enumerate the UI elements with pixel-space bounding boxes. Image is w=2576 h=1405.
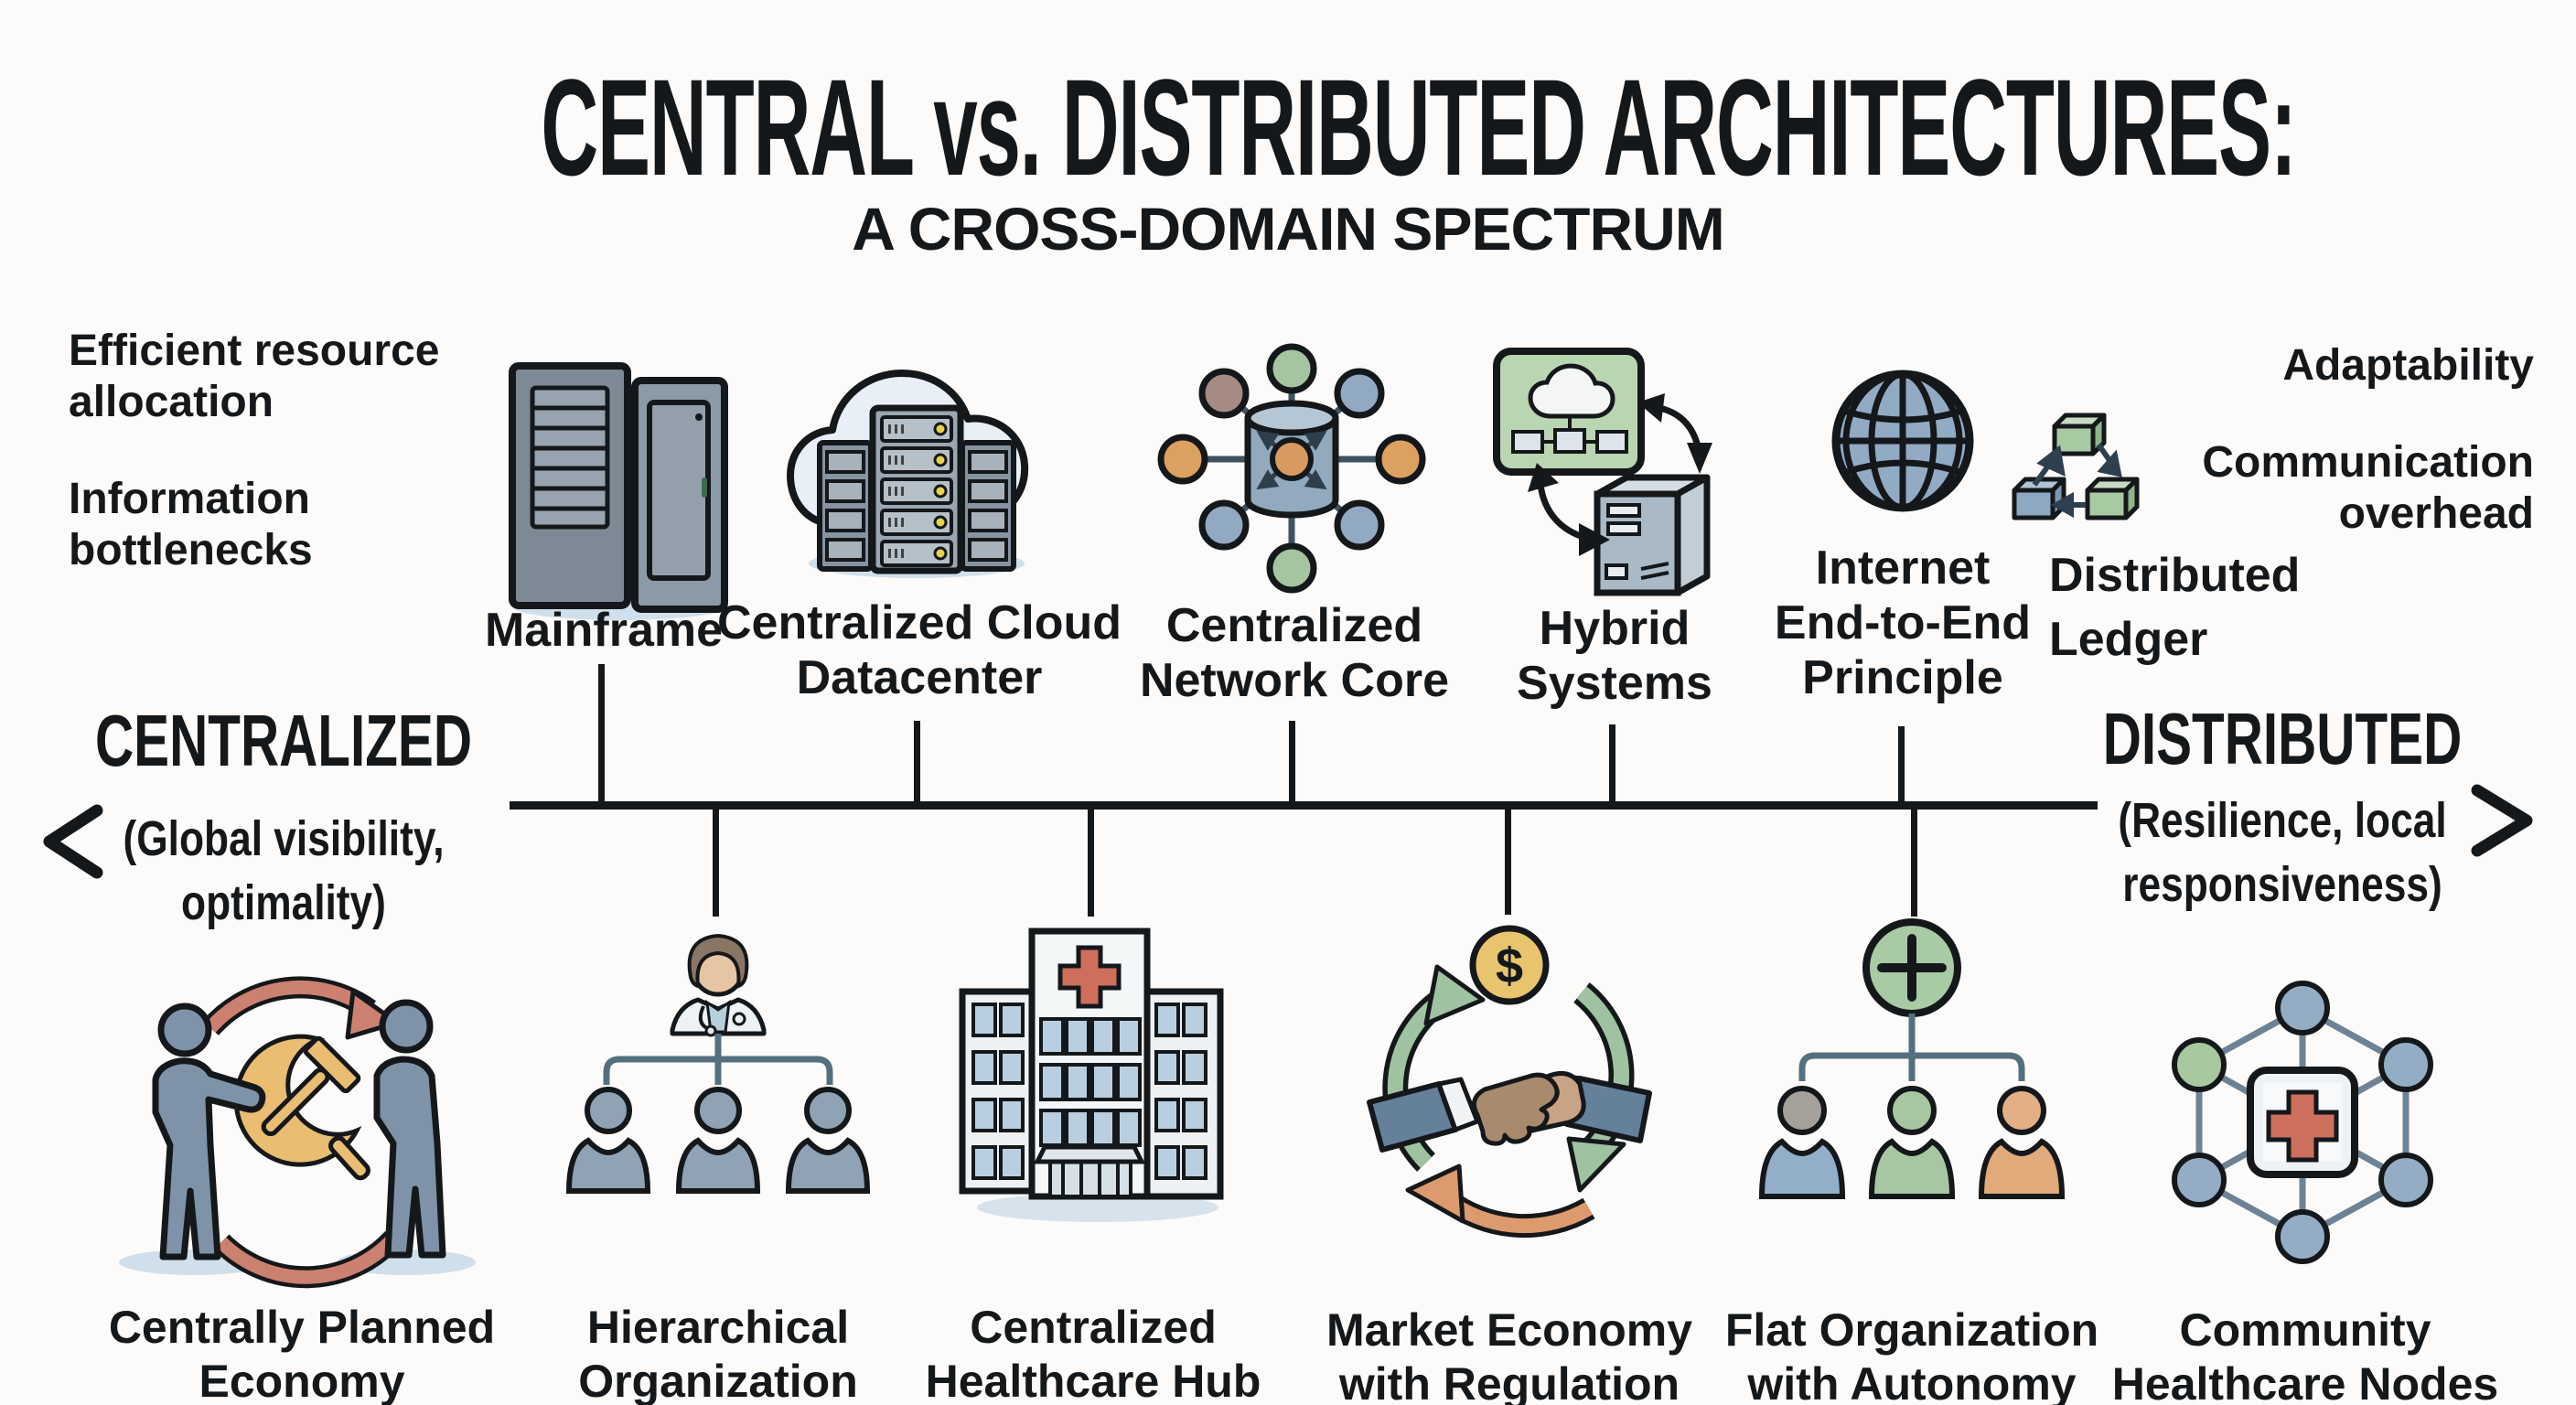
axis-tick-hierarchical bbox=[713, 807, 719, 917]
axis-tick-hybrid-systems bbox=[1609, 724, 1615, 803]
cloud-datacenter-icon bbox=[787, 370, 1029, 578]
spectrum-axis-line bbox=[510, 801, 2098, 810]
top-item-label-mainframe: Mainframe bbox=[484, 604, 724, 657]
left-arrow-icon bbox=[43, 804, 103, 879]
top-item-label-internet: Internet End-to-End Principle bbox=[1774, 542, 2032, 704]
flat-organization-icon bbox=[1758, 918, 2066, 1199]
hybrid-systems-icon bbox=[1493, 348, 1712, 596]
bottom-item-label-flat-organization: Flat Organization with Autonomy bbox=[1724, 1304, 2099, 1405]
red-cross-icon bbox=[1057, 945, 1122, 1009]
pole-distributed-qualifier: (Resilience, local responsiveness) bbox=[2118, 793, 2447, 913]
axis-tick-internet bbox=[1898, 726, 1905, 803]
top-item-label-distributed-ledger: Distributed Ledger bbox=[2049, 549, 2301, 667]
right-arrow-icon bbox=[2471, 784, 2533, 857]
bottom-item-label-planned-economy: Centrally Planned Economy bbox=[108, 1302, 496, 1405]
pole-distributed-label: DISTRIBUTED bbox=[2102, 698, 2463, 779]
network-core-icon bbox=[1157, 343, 1426, 594]
tradeoff-distributed-pro: Adaptability bbox=[2282, 341, 2534, 390]
axis-tick-cloud-datacenter bbox=[914, 721, 920, 803]
axis-tick-mainframe bbox=[598, 664, 605, 803]
axis-tick-healthcare-hub bbox=[1088, 807, 1094, 917]
bottom-item-label-hierarchical: Hierarchical Organization bbox=[578, 1302, 858, 1405]
top-item-label-cloud-datacenter: Centralized Cloud Datacenter bbox=[716, 596, 1122, 704]
axis-tick-market-economy bbox=[1505, 807, 1511, 915]
pole-centralized-label: CENTRALIZED bbox=[94, 700, 473, 781]
centrally-planned-economy-icon bbox=[119, 976, 476, 1289]
internet-globe-icon bbox=[1831, 370, 1974, 512]
page-subtitle: A CROSS-DOMAIN SPECTRUM bbox=[852, 195, 1725, 263]
top-item-label-hybrid-systems: Hybrid Systems bbox=[1517, 602, 1712, 710]
market-economy-icon: $ bbox=[1367, 925, 1652, 1239]
top-item-label-network-core: Centralized Network Core bbox=[1139, 599, 1450, 707]
hierarchical-organization-icon bbox=[565, 933, 871, 1194]
distributed-ledger-icon bbox=[2012, 413, 2140, 520]
red-cross-icon bbox=[2266, 1089, 2339, 1163]
tradeoff-distributed-con: Communication overhead bbox=[2202, 438, 2534, 538]
tradeoff-centralized-con: Information bottlenecks bbox=[69, 475, 313, 574]
community-healthcare-nodes-icon bbox=[2172, 981, 2433, 1264]
bottom-item-label-healthcare-hub: Centralized Healthcare Hub bbox=[925, 1302, 1261, 1405]
axis-tick-network-core bbox=[1289, 721, 1295, 803]
dollar-coin-icon bbox=[1469, 925, 1550, 1005]
page-title: CENTRAL vs. DISTRIBUTED ARCHITECTURES: bbox=[541, 50, 2297, 204]
pole-centralized-qualifier: (Global visibility, optimality) bbox=[123, 811, 445, 931]
dollar-symbol: $ bbox=[1496, 938, 1523, 993]
centralized-healthcare-hub-icon bbox=[959, 928, 1224, 1222]
tradeoff-centralized-pro: Efficient resource allocation bbox=[69, 327, 440, 426]
bottom-item-label-community-nodes: Community Healthcare Nodes bbox=[2111, 1304, 2499, 1405]
bottom-item-label-market-economy: Market Economy with Regulation bbox=[1326, 1304, 1693, 1405]
axis-tick-flat-organization bbox=[1911, 807, 1917, 917]
mainframe-icon bbox=[509, 362, 728, 620]
